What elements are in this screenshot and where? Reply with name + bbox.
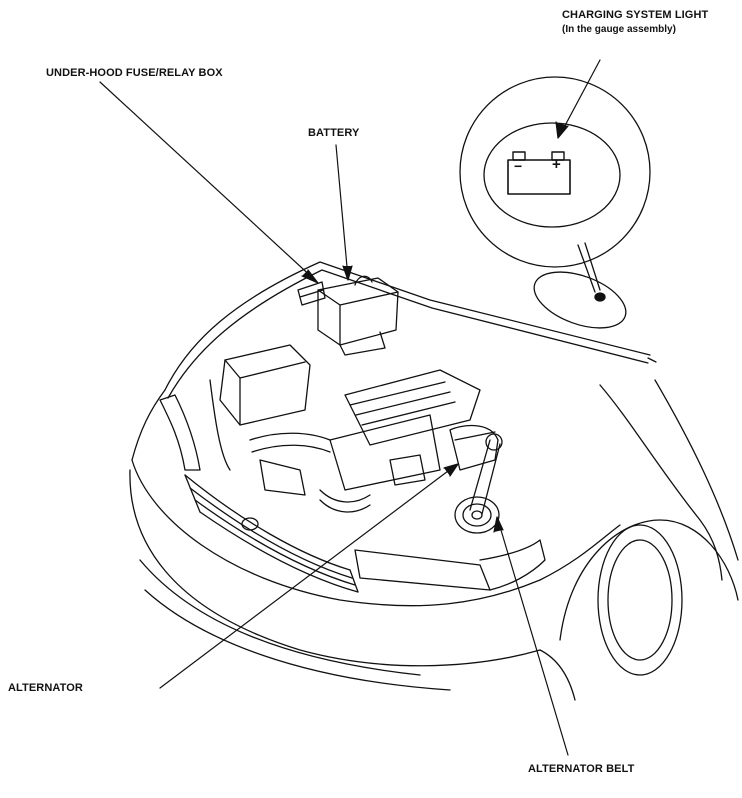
fuse-relay-box [297,281,326,306]
fuse-box-label: UNDER-HOOD FUSE/RELAY BOX [46,67,223,79]
alternator-assembly [449,424,503,534]
front-grille [184,474,359,593]
charging-system-light-label: CHARGING SYSTEM LIGHT [562,9,709,21]
leader-lines [99,59,601,756]
gauge-magnifier [459,76,651,329]
alternator-label: ALTERNATOR [8,682,83,694]
battery-warning-icon [507,151,571,195]
battery-label: BATTERY [308,127,360,139]
battery-minus-sign: − [514,158,523,174]
battery [317,275,399,356]
charging-system-light-note: (In the gauge assembly) [562,24,676,35]
headlights [159,394,546,591]
car-body [129,261,739,701]
battery-plus-sign: + [552,156,561,173]
engine-components [209,344,481,513]
alternator-belt-label: ALTERNATOR BELT [528,763,635,775]
